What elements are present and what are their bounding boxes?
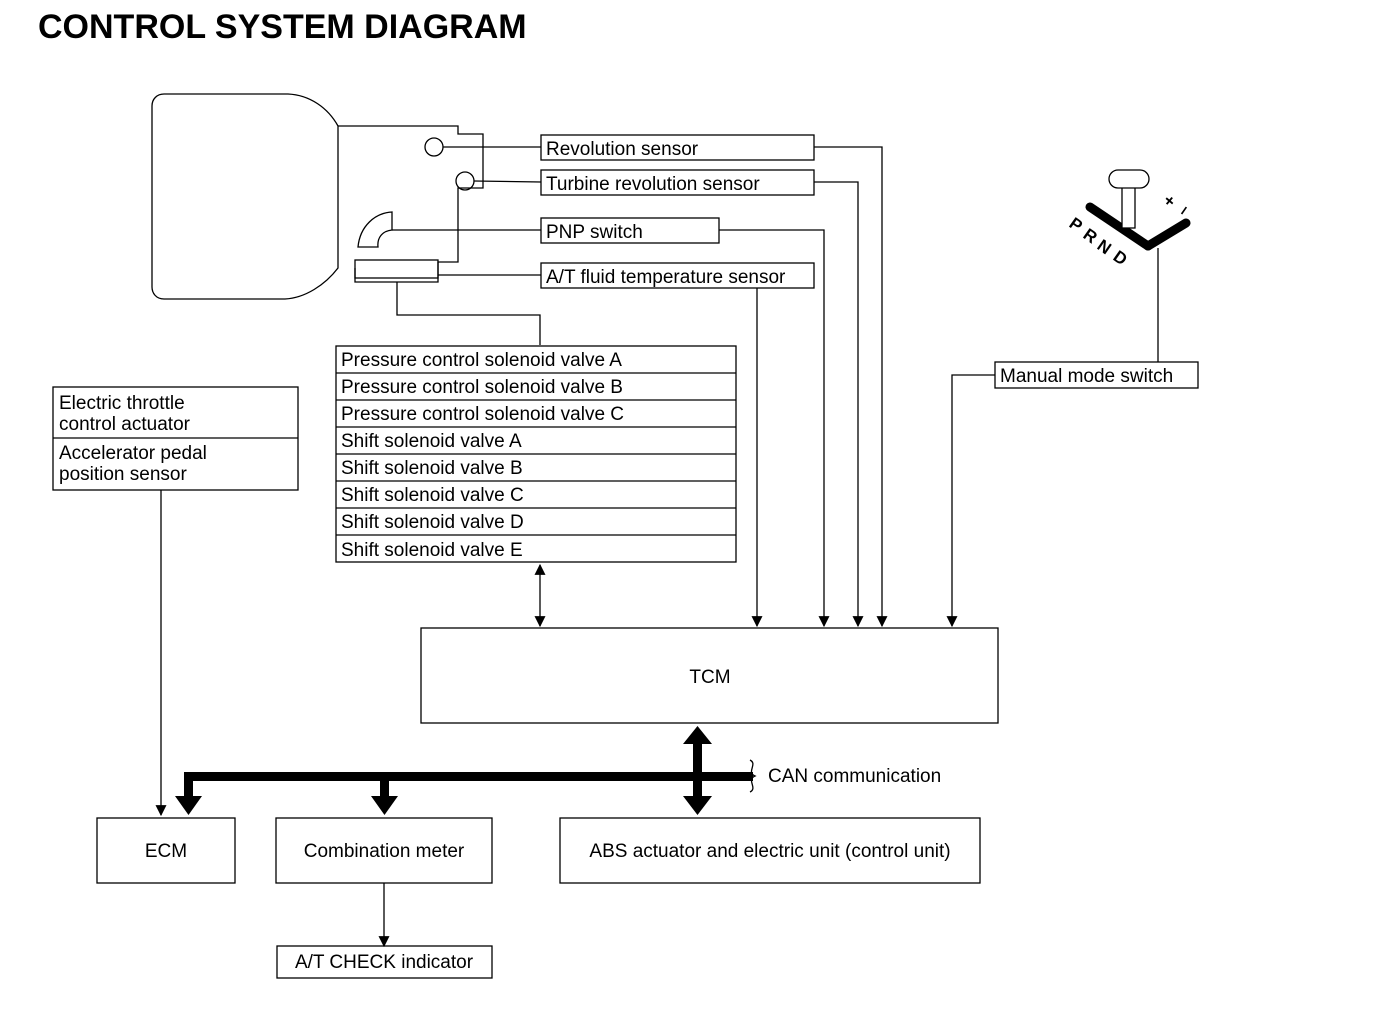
throttle-box	[52, 386, 299, 491]
shifter-gear-p: P	[1066, 214, 1086, 236]
can-bus	[175, 726, 753, 815]
ecm-label: ECM	[145, 841, 187, 862]
solenoid-item: Pressure control solenoid valve A	[341, 350, 622, 371]
shifter-gear-r: R	[1080, 225, 1101, 248]
solenoid-table	[335, 345, 737, 563]
solenoid-lead	[396, 282, 541, 345]
ecm-box	[96, 817, 236, 884]
pnp-switch-label: PNP switch	[546, 222, 643, 243]
throttle-actuator-label: control actuator	[59, 414, 191, 435]
tcm-box	[420, 627, 999, 724]
shifter-icon: + – P R N D	[1066, 169, 1194, 362]
turbine-sensor-port	[455, 171, 475, 191]
combination-meter-box	[275, 817, 493, 884]
can-communication-label: CAN communication	[768, 766, 941, 787]
pnp-switch-shape	[357, 211, 393, 248]
revolution-sensor-port	[424, 137, 444, 157]
pedal-sensor-label: Accelerator pedal	[59, 443, 207, 464]
tcm-input-lines	[155, 146, 995, 948]
abs-box	[559, 817, 981, 884]
page-title: CONTROL SYSTEM DIAGRAM	[38, 8, 527, 46]
check-indicator-box	[276, 945, 493, 979]
transmission-housing	[151, 93, 339, 300]
turbine-sensor-label: Turbine revolution sensor	[546, 174, 760, 195]
abs-label: ABS actuator and electric unit (control …	[589, 841, 950, 862]
transmission-drawing	[151, 93, 484, 300]
shifter-gear-n: N	[1094, 236, 1115, 259]
tcm-label: TCM	[689, 667, 730, 688]
manual-mode-switch-label: Manual mode switch	[1000, 366, 1173, 387]
solenoid-item: Pressure control solenoid valve B	[341, 377, 623, 398]
fluid-temp-sensor-shape	[354, 259, 439, 279]
solenoid-item: Shift solenoid valve E	[341, 540, 523, 561]
solenoid-item: Shift solenoid valve B	[341, 458, 523, 479]
solenoid-item: Shift solenoid valve C	[341, 485, 524, 506]
bottom-modules	[96, 817, 981, 979]
transmission-body	[338, 125, 484, 283]
pedal-sensor-label: position sensor	[59, 464, 187, 485]
sensor-leads	[392, 146, 542, 345]
fluid-temp-sensor-label: A/T fluid temperature sensor	[546, 267, 786, 288]
solenoid-item: Pressure control solenoid valve C	[341, 404, 624, 425]
shifter-gear-d: D	[1110, 247, 1131, 270]
can-brace-icon	[749, 759, 757, 793]
combination-meter-label: Combination meter	[304, 841, 465, 862]
check-indicator-label: A/T CHECK indicator	[295, 952, 474, 973]
solenoid-item: Shift solenoid valve D	[341, 512, 524, 533]
revolution-sensor-label: Revolution sensor	[546, 139, 699, 160]
shifter-minus: –	[1173, 201, 1194, 220]
solenoid-item: Shift solenoid valve A	[341, 431, 522, 452]
throttle-actuator-label: Electric throttle	[59, 393, 185, 414]
